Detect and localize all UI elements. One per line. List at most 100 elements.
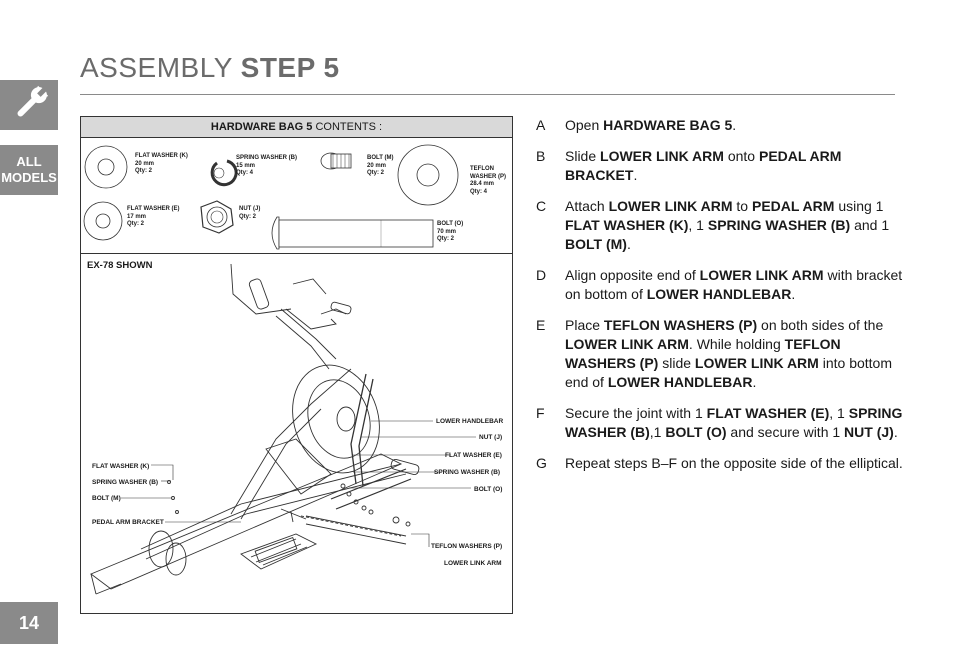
step-letter: B — [536, 148, 546, 164]
hardware-header: HARDWARE BAG 5 CONTENTS : — [81, 117, 512, 138]
step-text-bold: NUT (J) — [844, 424, 894, 440]
step-text-part: Attach — [565, 198, 609, 214]
step-text-part: on both sides of the — [757, 317, 884, 333]
tools-tab — [0, 80, 58, 130]
step-f: F Secure the joint with 1 FLAT WASHER (E)… — [536, 404, 906, 442]
step-text-part: . While holding — [688, 336, 785, 352]
hardware-header-rest: CONTENTS : — [315, 121, 383, 133]
flat-washer-k-icon — [84, 145, 128, 189]
models-line1: ALL — [16, 154, 42, 169]
hardware-parts-illustration — [83, 144, 459, 250]
label-teflon-washers-p: TEFLON WASHERS (P) — [431, 543, 503, 550]
step-text-part: , 1 — [688, 217, 708, 233]
step-text-bold: HARDWARE BAG 5 — [603, 117, 733, 133]
label-pedal-arm-bracket: PEDAL ARM BRACKET — [92, 519, 164, 526]
step-text: Repeat steps B–F on the opposite side of… — [565, 454, 906, 473]
step-text: Place TEFLON WASHERS (P) on both sides o… — [565, 316, 906, 392]
step-text-bold: FLAT WASHER (E) — [706, 405, 830, 421]
bolt-m-label: BOLT (M) 20 mm Qty: 2 — [367, 155, 394, 176]
step-text-bold: BOLT (O) — [665, 424, 727, 440]
page-title: ASSEMBLY STEP 5 — [80, 52, 340, 84]
step-text-part: . — [893, 424, 898, 440]
step-text-part: using 1 — [834, 198, 884, 214]
step-text-part: Place — [565, 317, 604, 333]
flat-washer-k-label: FLAT WASHER (K) 20 mm Qty: 2 — [135, 153, 188, 174]
label-lower-handlebar: LOWER HANDLEBAR — [436, 418, 504, 425]
flat-washer-e-icon — [83, 201, 123, 241]
step-a: A Open HARDWARE BAG 5. — [536, 116, 906, 135]
step-letter: E — [536, 317, 546, 333]
step-text-part: and 1 — [850, 217, 890, 233]
step-text-part: Align opposite end of — [565, 267, 700, 283]
models-tab: ALL MODELS — [0, 145, 58, 195]
step-text-part: . — [732, 117, 737, 133]
label-bolt-m: BOLT (M) — [92, 495, 121, 502]
step-text-part: ,1 — [649, 424, 666, 440]
step-text: Slide LOWER LINK ARM onto PEDAL ARM BRAC… — [565, 147, 906, 185]
step-letter: A — [536, 117, 546, 133]
label-flat-washer-k: FLAT WASHER (K) — [92, 463, 150, 470]
spring-washer-b-icon — [210, 159, 238, 187]
step-text-part: Repeat steps B–F on the opposite side of… — [565, 455, 903, 471]
step-text-part: Secure the joint with 1 — [565, 405, 707, 421]
step-text-part: to — [732, 198, 752, 214]
flat-washer-e-label: FLAT WASHER (E) 17 mm Qty: 2 — [127, 206, 180, 227]
step-text-part: slide — [658, 355, 695, 371]
step-text-part: with bracket on bottom of — [565, 267, 903, 302]
label-spring-washer-b-right: SPRING WASHER (B) — [434, 469, 501, 476]
elliptical-assembly-diagram — [90, 263, 476, 595]
title-divider — [80, 94, 895, 95]
step-text-part: Slide — [565, 148, 601, 164]
step-letter: F — [536, 405, 545, 421]
model-shown-label: EX-78 SHOWN — [87, 260, 153, 271]
step-text-bold: LOWER LINK ARM — [600, 148, 724, 164]
label-flat-washer-e: FLAT WASHER (E) — [445, 452, 502, 459]
label-bolt-o: BOLT (O) — [474, 486, 503, 493]
step-text-bold: LOWER LINK ARM — [565, 336, 689, 352]
step-text-part: . — [633, 167, 638, 183]
teflon-washer-p-label: TEFLON WASHER (P) 28.4 mm Qty: 4 — [470, 166, 506, 195]
page-number: 14 — [0, 602, 58, 644]
step-text-bold: PEDAL ARM BRACKET — [565, 148, 842, 183]
label-nut-j: NUT (J) — [479, 434, 503, 441]
step-text-part: , 1 — [829, 405, 849, 421]
step-e: E Place TEFLON WASHERS (P) on both sides … — [536, 316, 906, 392]
step-text: Align opposite end of LOWER LINK ARM wit… — [565, 266, 906, 304]
step-text: Attach LOWER LINK ARM to PEDAL ARM using… — [565, 197, 906, 254]
step-letter: D — [536, 267, 547, 283]
step-text-bold: LOWER HANDLEBAR — [607, 374, 753, 390]
wrench-icon — [17, 85, 49, 117]
step-d: D Align opposite end of LOWER LINK ARM wi… — [536, 266, 906, 304]
step-text: Secure the joint with 1 FLAT WASHER (E),… — [565, 404, 906, 442]
spring-washer-b-label: SPRING WASHER (B) 15 mm Qty: 4 — [236, 155, 298, 176]
hardware-header-bold: HARDWARE BAG 5 — [210, 121, 313, 133]
title-light: ASSEMBLY — [80, 52, 233, 83]
bolt-o-icon — [271, 216, 434, 250]
hardware-panel: HARDWARE BAG 5 CONTENTS : — [80, 116, 513, 614]
nut-j-icon — [200, 200, 234, 234]
step-text-bold: LOWER LINK ARM — [694, 355, 819, 371]
bolt-m-icon — [320, 152, 352, 170]
step-text-part: Open — [565, 117, 604, 133]
panel-divider — [81, 253, 512, 254]
step-text-bold: LOWER LINK ARM — [608, 198, 733, 214]
label-spring-washer-b-left: SPRING WASHER (B) — [92, 479, 159, 486]
nut-j-label: NUT (J) Qty: 2 — [239, 206, 261, 220]
step-text-part: onto — [723, 148, 759, 164]
step-text-bold: TEFLON WASHERS (P) — [603, 317, 758, 333]
step-text-part: and secure with 1 — [726, 424, 845, 440]
models-line2: MODELS — [1, 170, 57, 185]
step-text-part: . — [791, 286, 796, 302]
step-text-bold: FLAT WASHER (K) — [565, 217, 689, 233]
step-text: Open HARDWARE BAG 5. — [565, 116, 906, 135]
step-text-part: into bottom end of — [565, 355, 892, 390]
bolt-o-label: BOLT (O) 70 mm Qty: 2 — [437, 221, 464, 242]
assembly-steps: A Open HARDWARE BAG 5. B Slide LOWER LINK A… — [536, 116, 906, 485]
step-text-bold: SPRING WASHER (B) — [707, 217, 851, 233]
step-text-part: . — [626, 236, 631, 252]
step-b: B Slide LOWER LINK ARM onto PEDAL ARM BRA… — [536, 147, 906, 185]
step-text-bold: TEFLON WASHERS (P) — [565, 336, 841, 371]
step-text-bold: LOWER HANDLEBAR — [646, 286, 792, 302]
